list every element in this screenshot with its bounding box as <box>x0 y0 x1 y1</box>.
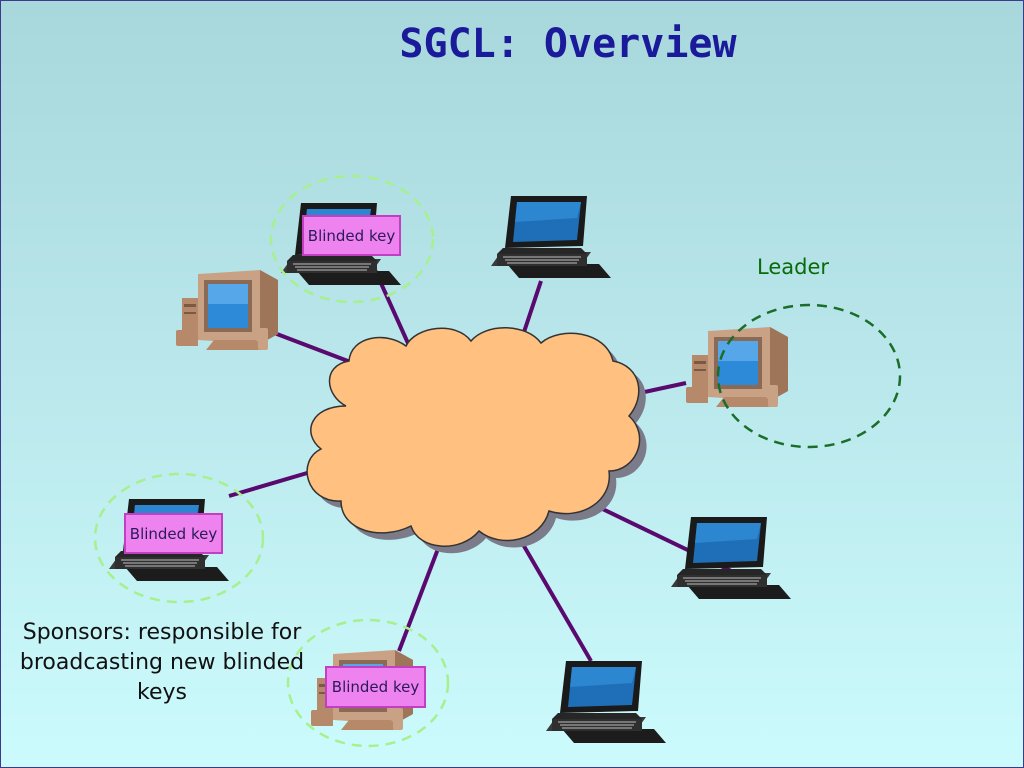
laptop-icon <box>491 196 611 278</box>
leader-ring <box>716 303 902 449</box>
laptop-icon <box>546 661 666 743</box>
desktop-computer-icon <box>176 270 278 350</box>
page-title: SGCL: Overview <box>399 21 737 67</box>
blinded-key-badge: Blinded key <box>124 513 223 554</box>
desktop-computer-icon <box>686 327 788 407</box>
sponsor-ring <box>286 618 450 748</box>
sponsors-note: Sponsors: responsible for broadcasting n… <box>19 620 305 705</box>
sponsor-ring <box>269 174 435 304</box>
blinded-key-badge: Blinded key <box>302 215 401 256</box>
link-line <box>397 540 443 652</box>
laptop-icon <box>671 517 791 599</box>
sponsor-ring <box>93 472 265 604</box>
link-line <box>268 329 362 368</box>
link-line <box>519 539 593 663</box>
leader-label: Leader <box>757 255 830 279</box>
blinded-key-badge: Blinded key <box>325 666 426 708</box>
cloud-icon <box>306 327 647 554</box>
